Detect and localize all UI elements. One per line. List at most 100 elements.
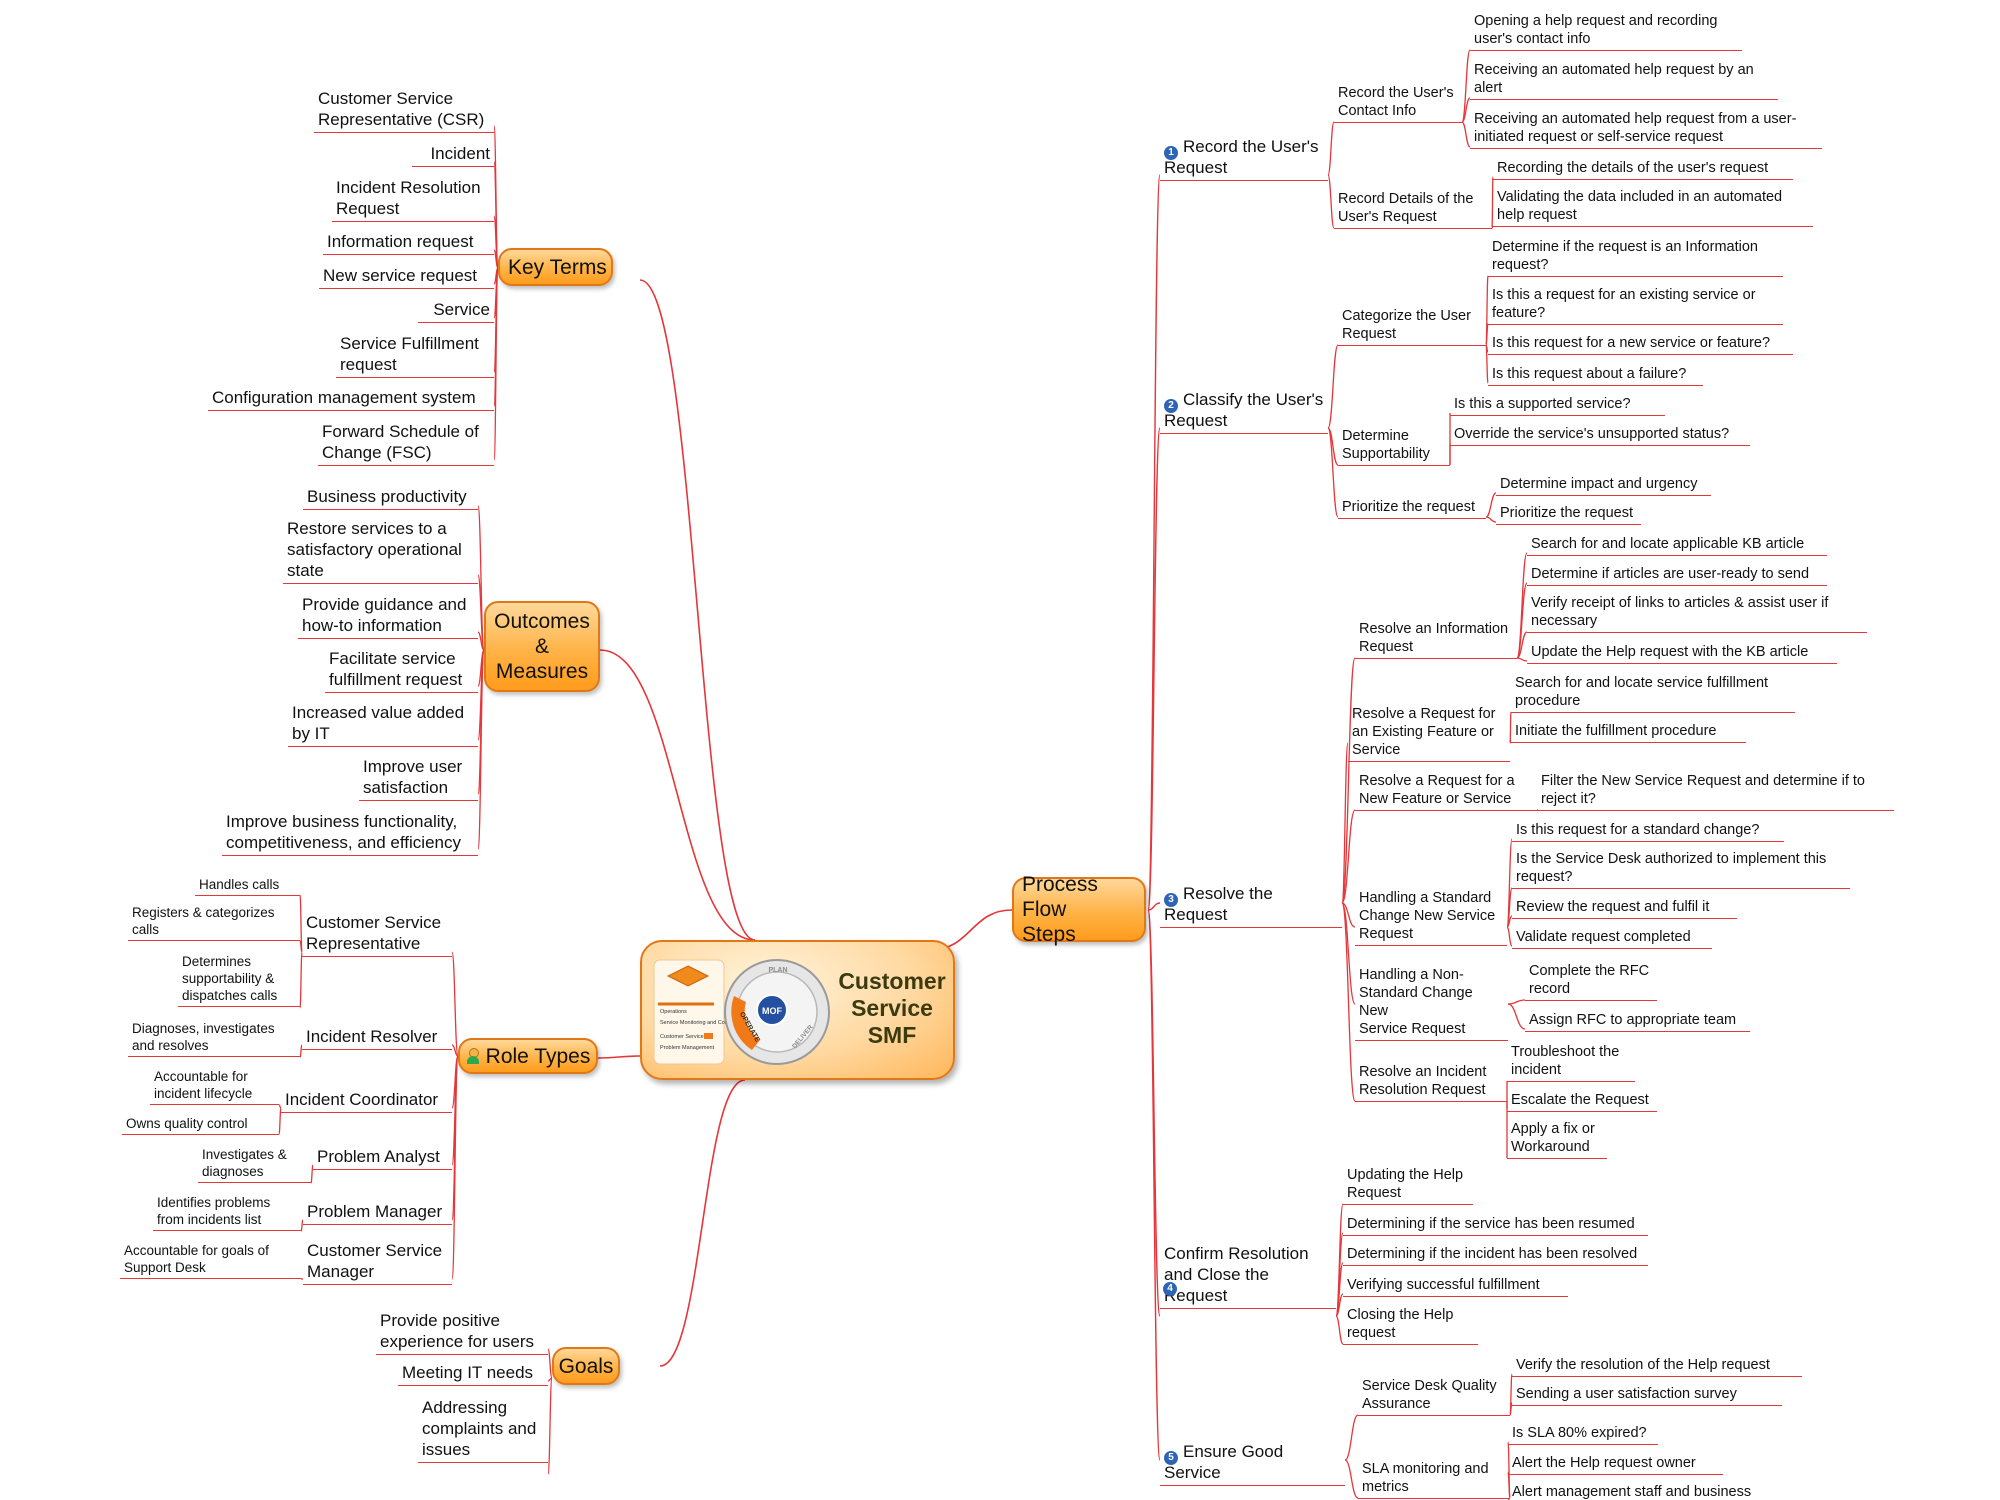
role-detail-item[interactable]: Investigates & diagnoses (198, 1146, 311, 1183)
process-action[interactable]: Receiving an automated help request by a… (1470, 61, 1778, 100)
process-substep[interactable]: Resolve an Information Request (1355, 620, 1517, 659)
process-action[interactable]: Prioritize the request (1496, 504, 1641, 525)
outcome-item[interactable]: Increased value added by IT (288, 702, 478, 747)
role-detail-item[interactable]: Accountable for goals of Support Desk (120, 1242, 301, 1279)
role-detail-item[interactable]: Handles calls (195, 876, 300, 896)
process-action[interactable]: Determine impact and urgency (1496, 475, 1711, 496)
process-action[interactable]: Closing the Help request (1343, 1306, 1478, 1345)
process-action[interactable]: Validate request completed (1512, 928, 1712, 949)
role-detail-item[interactable]: Determines supportability & dispatches c… (178, 953, 300, 1007)
process-action[interactable]: Troubleshoot the incident (1507, 1043, 1635, 1082)
process-substep[interactable]: Handling a Standard Change New Service R… (1355, 889, 1507, 946)
process-action[interactable]: Assign RFC to appropriate team (1525, 1011, 1750, 1032)
process-action[interactable]: Is the Service Desk authorized to implem… (1512, 850, 1850, 889)
process-action[interactable]: Alert management staff and business (1508, 1483, 1776, 1500)
process-action[interactable]: Is SLA 80% expired? (1508, 1424, 1658, 1445)
process-action[interactable]: Determining if the service has been resu… (1343, 1215, 1648, 1236)
outcomes-measures-topic[interactable]: Outcomes & Measures (484, 601, 600, 692)
process-substep[interactable]: Handling a Non- Standard Change New Serv… (1355, 966, 1508, 1041)
process-flow-topic[interactable]: Process Flow Steps (1012, 873, 1146, 946)
process-action[interactable]: Search for and locate applicable KB arti… (1527, 535, 1827, 556)
key-terms-topic[interactable]: Key Terms (498, 248, 613, 286)
process-action[interactable]: Is this a request for an existing servic… (1488, 286, 1783, 325)
process-action[interactable]: Escalate the Request (1507, 1091, 1657, 1112)
goal-item[interactable]: Provide positive experience for users (376, 1310, 548, 1355)
role-detail-item[interactable]: Accountable for incident lifecycle (150, 1068, 279, 1105)
role-item[interactable]: Incident Coordinator (281, 1089, 452, 1113)
process-substep[interactable]: Record Details of the User's Request (1334, 190, 1492, 229)
process-action[interactable]: Apply a fix or Workaround (1507, 1120, 1607, 1159)
process-action[interactable]: Is this a supported service? (1450, 395, 1665, 416)
key-term-item[interactable]: Service (418, 299, 494, 323)
connector-line (547, 1377, 553, 1475)
goal-item[interactable]: Addressing complaints and issues (418, 1397, 548, 1463)
outcome-item[interactable]: Facilitate service fulfillment request (325, 648, 478, 693)
key-term-item[interactable]: Incident (412, 143, 494, 167)
process-action[interactable]: Override the service's unsupported statu… (1450, 425, 1750, 446)
process-action[interactable]: Is this request about a failure? (1488, 365, 1703, 386)
role-detail-item[interactable]: Owns quality control (122, 1115, 279, 1135)
process-action[interactable]: Update the Help request with the KB arti… (1527, 643, 1837, 664)
role-detail-item[interactable]: Identifies problems from incidents list (153, 1194, 301, 1231)
process-action[interactable]: Updating the Help Request (1343, 1166, 1473, 1205)
process-action[interactable]: Verifying successful fulfillment (1343, 1276, 1568, 1297)
process-action[interactable]: Validating the data included in an autom… (1493, 188, 1813, 227)
outcome-item[interactable]: Provide guidance and how-to information (298, 594, 478, 639)
process-action[interactable]: Recording the details of the user's requ… (1493, 159, 1793, 180)
process-substep[interactable]: Resolve a Request for an Existing Featur… (1348, 705, 1510, 762)
role-item[interactable]: Problem Manager (303, 1201, 452, 1225)
process-substep[interactable]: Service Desk Quality Assurance (1358, 1377, 1510, 1416)
outcome-item[interactable]: Improve user satisfaction (359, 756, 478, 801)
key-term-item[interactable]: Forward Schedule of Change (FSC) (318, 421, 494, 466)
process-action[interactable]: Alert the Help request owner (1508, 1454, 1723, 1475)
process-action[interactable]: Is this request for a new service or fea… (1488, 334, 1793, 355)
mof-list-item: Operations (660, 1009, 687, 1015)
process-action[interactable]: Filter the New Service Request and deter… (1537, 772, 1894, 811)
process-substep[interactable]: SLA monitoring and metrics (1358, 1460, 1510, 1499)
process-action[interactable]: Receiving an automated help request from… (1470, 110, 1822, 149)
key-term-item[interactable]: Customer Service Representative (CSR) (314, 88, 494, 133)
process-substep[interactable]: Record the User's Contact Info (1334, 84, 1462, 123)
process-step-4[interactable]: Confirm Resolution and Close the Request (1160, 1243, 1336, 1309)
key-term-item[interactable]: Configuration management system (208, 387, 494, 411)
key-term-item[interactable]: New service request (319, 265, 494, 289)
goal-item[interactable]: Meeting IT needs (398, 1362, 548, 1386)
role-item[interactable]: Customer Service Manager (303, 1240, 452, 1285)
central-topic[interactable]: Operations Service Monitoring and Contro… (640, 940, 955, 1080)
role-detail-item[interactable]: Registers & categorizes calls (128, 904, 300, 941)
key-term-item[interactable]: Information request (323, 231, 494, 255)
process-substep[interactable]: Resolve an Incident Resolution Request (1355, 1063, 1507, 1102)
outcome-item[interactable]: Restore services to a satisfactory opera… (283, 518, 478, 584)
process-action[interactable]: Determine if articles are user-ready to … (1527, 565, 1827, 586)
process-action[interactable]: Is this request for a standard change? (1512, 821, 1784, 842)
process-action[interactable]: Complete the RFC record (1525, 962, 1657, 1001)
key-term-item[interactable]: Incident Resolution Request (332, 177, 494, 222)
process-action[interactable]: Opening a help request and recording use… (1470, 12, 1742, 51)
role-item[interactable]: Incident Resolver (302, 1026, 452, 1050)
role-item[interactable]: Customer Service Representative (302, 912, 452, 957)
process-substep[interactable]: Resolve a Request for a New Feature or S… (1355, 772, 1538, 811)
key-term-item[interactable]: Service Fulfillment request (336, 333, 494, 378)
process-substep[interactable]: Determine Supportability (1338, 427, 1450, 466)
process-action[interactable]: Verify receipt of links to articles & as… (1527, 594, 1867, 633)
process-action[interactable]: Determining if the incident has been res… (1343, 1245, 1648, 1266)
role-item[interactable]: Problem Analyst (313, 1146, 452, 1170)
process-action[interactable]: Initiate the fulfillment procedure (1511, 722, 1746, 743)
role-detail-item[interactable]: Diagnoses, investigates and resolves (128, 1020, 300, 1057)
process-action[interactable]: Search for and locate service fulfillmen… (1511, 674, 1795, 713)
process-substep[interactable]: Categorize the User Request (1338, 307, 1486, 346)
process-action[interactable]: Determine if the request is an Informati… (1488, 238, 1783, 277)
central-topic-title: Customer Service SMF (838, 968, 946, 1048)
process-substep[interactable]: Prioritize the request (1338, 498, 1486, 519)
process-action[interactable]: Verify the resolution of the Help reques… (1512, 1356, 1802, 1377)
outcome-item[interactable]: Improve business functionality, competit… (222, 811, 478, 856)
goals-topic[interactable]: Goals (552, 1347, 620, 1385)
process-action[interactable]: Sending a user satisfaction survey (1512, 1385, 1782, 1406)
role-types-topic[interactable]: Role Types (458, 1038, 598, 1074)
outcome-item[interactable]: Business productivity (303, 486, 478, 510)
process-action[interactable]: Review the request and fulfil it (1512, 898, 1737, 919)
